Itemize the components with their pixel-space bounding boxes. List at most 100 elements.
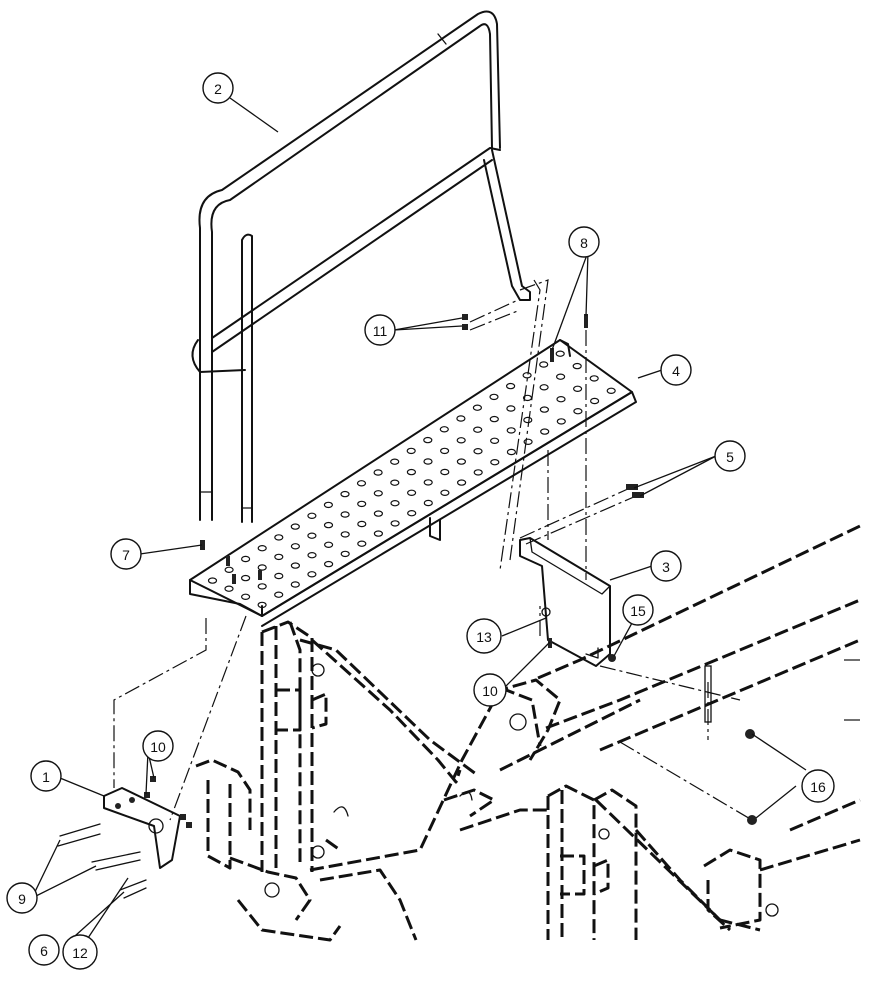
platform-hole	[407, 510, 417, 517]
callout-5-label: 5	[726, 449, 734, 465]
callout-6-label: 6	[40, 943, 48, 959]
platform-hole	[556, 418, 566, 425]
callout-10b: 10	[473, 673, 507, 707]
platform-hole	[456, 458, 466, 465]
platform-hole	[257, 545, 267, 552]
platform-hole	[241, 555, 251, 563]
callout-7: 7	[110, 538, 142, 570]
platform-hole	[323, 501, 333, 509]
callout-2-label: 2	[214, 81, 222, 97]
platform-hole	[356, 480, 367, 487]
platform-hole	[274, 553, 284, 561]
platform-hole	[572, 362, 582, 370]
platform-hole	[440, 489, 450, 496]
platform-hole	[556, 396, 566, 403]
callout-11-label: 11	[373, 323, 388, 339]
platform-hole	[572, 385, 583, 392]
platform-hole	[241, 574, 251, 582]
platform-hole	[539, 406, 550, 413]
platform-hole	[589, 375, 599, 382]
platform-hole	[307, 571, 317, 578]
platform-hole	[522, 372, 532, 379]
platform-hole	[539, 361, 549, 368]
mount-bracket	[103, 787, 181, 869]
platform-hole	[390, 520, 400, 527]
callout-5: 5	[714, 440, 746, 472]
callout-10a-label: 10	[150, 739, 166, 755]
platform-hole	[457, 479, 467, 486]
platform-hole	[373, 469, 383, 476]
platform-hole	[589, 397, 600, 405]
platform-hole	[307, 532, 317, 539]
platform-hole	[440, 468, 450, 476]
platform-hole	[456, 437, 466, 444]
callout-15: 15	[622, 594, 654, 626]
callout-13: 13	[466, 618, 502, 654]
platform-hole	[573, 408, 583, 415]
platform-hole	[506, 382, 516, 390]
platform-hole	[489, 393, 499, 401]
callout-12: 12	[62, 934, 98, 970]
platform-hole	[274, 591, 284, 598]
platform-hole	[357, 540, 367, 547]
platform-hole	[224, 585, 234, 592]
platform-hole	[290, 581, 300, 588]
platform-hole	[523, 438, 533, 445]
callout-2: 2	[202, 72, 234, 104]
platform-hole	[274, 534, 284, 541]
platform-hole	[555, 350, 565, 357]
platform-hole	[555, 373, 566, 380]
platform-hole	[241, 593, 251, 601]
platform-hole	[357, 500, 367, 508]
callout-12-label: 12	[72, 945, 88, 961]
callout-4: 4	[660, 354, 692, 386]
platform-hole	[257, 601, 267, 609]
platform-hole	[490, 437, 500, 444]
platform-hole	[523, 416, 533, 424]
callout-9: 9	[6, 882, 38, 914]
platform-hole	[423, 436, 433, 444]
platform-hole	[407, 489, 417, 496]
callout-3-label: 3	[662, 559, 670, 575]
bracket	[519, 537, 611, 667]
platform-hole	[323, 521, 334, 529]
handrail	[191, 10, 531, 523]
callout-13-label: 13	[476, 629, 492, 645]
platform-hole	[473, 469, 483, 476]
step-platform	[189, 339, 637, 627]
callout-10a: 10	[142, 730, 174, 762]
callout-16-label: 16	[810, 779, 826, 795]
platform-hole	[390, 500, 400, 507]
platform-hole	[290, 523, 300, 530]
callout-8: 8	[568, 226, 600, 258]
platform-hole	[274, 572, 284, 580]
callout-6: 6	[28, 934, 60, 966]
platform-hole	[390, 479, 400, 486]
callout-16: 16	[801, 769, 835, 803]
platform-hole	[489, 415, 499, 423]
platform-hole	[373, 510, 383, 517]
platform-hole	[439, 426, 449, 433]
platform-hole	[540, 428, 550, 435]
platform-hole	[307, 552, 317, 559]
platform-hole	[406, 447, 416, 455]
platform-hole	[357, 520, 367, 528]
platform-hole	[423, 479, 433, 486]
platform-hole	[290, 543, 300, 550]
hardware	[57, 314, 757, 899]
platform-hole	[506, 405, 516, 412]
platform-hole	[473, 426, 483, 433]
platform-hole	[423, 458, 433, 465]
platform-hole	[224, 566, 234, 574]
platform-hole	[324, 541, 334, 549]
callout-1-label: 1	[42, 769, 50, 785]
platform-hole	[490, 459, 500, 466]
frame-phantom	[195, 524, 861, 942]
platform-hole	[257, 564, 267, 571]
callout-15-label: 15	[630, 603, 646, 619]
callout-9-label: 9	[18, 891, 26, 907]
callout-11: 11	[364, 314, 396, 346]
platform-hole	[456, 415, 466, 422]
platform-hole	[423, 499, 433, 507]
